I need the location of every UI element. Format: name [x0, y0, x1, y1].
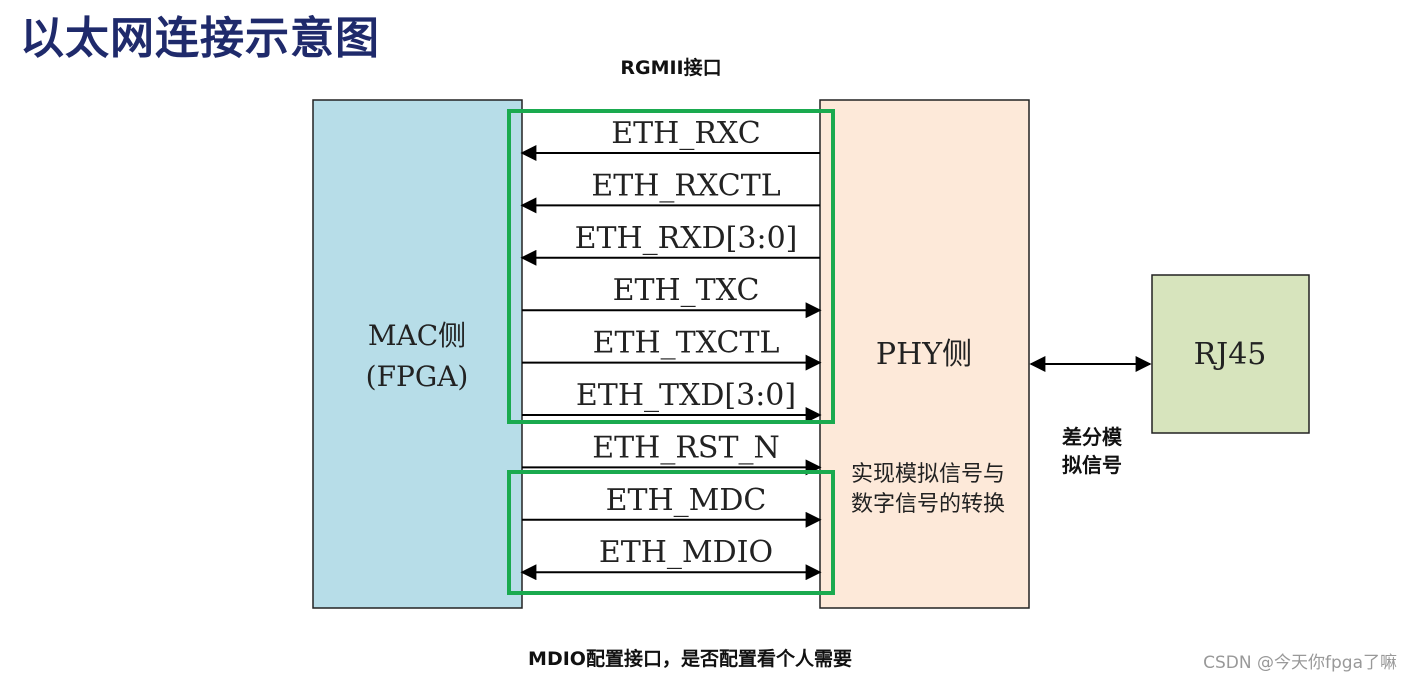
- signal-label-8: ETH_MDIO: [599, 535, 773, 570]
- signal-label-5: ETH_TXD[3:0]: [576, 378, 796, 413]
- phy-label: PHY侧: [876, 337, 972, 372]
- mac-sublabel: (FPGA): [366, 360, 469, 393]
- signal-label-6: ETH_RST_N: [592, 430, 779, 465]
- signal-label-1: ETH_RXCTL: [591, 168, 780, 203]
- phy-block: [819, 99, 1030, 609]
- mdio-note: MDIO配置接口，是否配置看个人需要: [528, 648, 852, 670]
- rj45-label: RJ45: [1194, 337, 1267, 372]
- diff-note-line2: 拟信号: [1062, 453, 1122, 477]
- diff-note-line1: 差分模: [1062, 425, 1123, 449]
- signal-label-3: ETH_TXC: [613, 273, 760, 308]
- page-title: 以太网连接示意图: [20, 13, 380, 64]
- watermark: CSDN @今天你fpga了嘛: [1203, 653, 1397, 673]
- mac-block: [312, 99, 523, 609]
- signal-label-4: ETH_TXCTL: [593, 326, 780, 361]
- signal-label-7: ETH_MDC: [606, 483, 767, 518]
- mdio-highlight-box: [507, 470, 835, 595]
- phy-note-line2: 数字信号的转换: [851, 492, 1005, 517]
- rgmii-label: RGMII接口: [620, 57, 721, 79]
- signal-group: ETH_RXC ETH_RXCTL ETH_RXD[3:0] ETH_TXC ETH_T…: [520, 116, 822, 581]
- phy-note-line1: 实现模拟信号与: [851, 462, 1005, 487]
- signal-label-0: ETH_RXC: [611, 116, 760, 151]
- mac-label: MAC侧: [368, 319, 466, 352]
- rgmii-highlight-box: [507, 109, 835, 424]
- rj45-block: [1151, 274, 1310, 434]
- signal-label-2: ETH_RXD[3:0]: [575, 221, 798, 256]
